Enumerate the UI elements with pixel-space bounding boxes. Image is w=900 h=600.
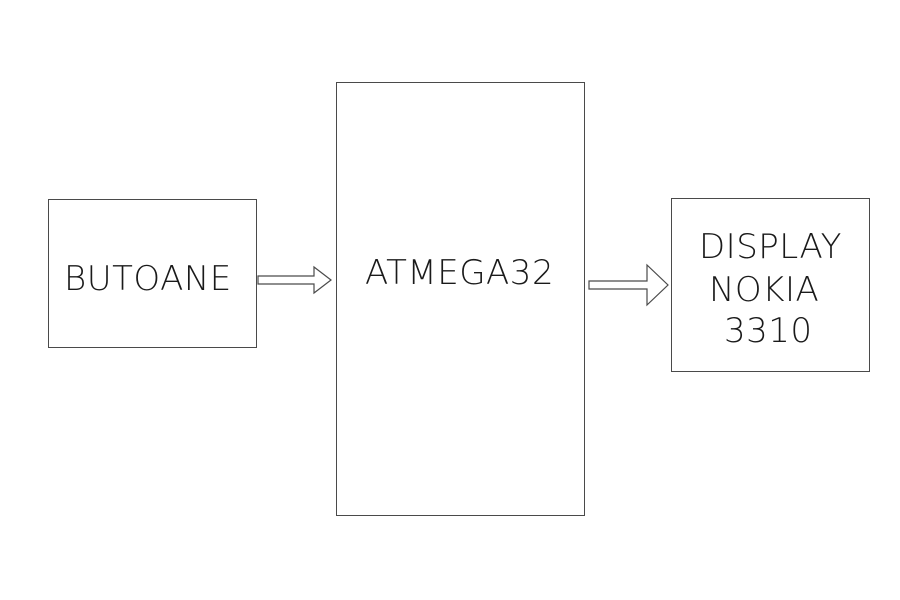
display-label-line-2: NOKIA xyxy=(709,270,820,310)
arrow-shaft-1 xyxy=(257,265,332,295)
display-label-line-1: DISPLAY xyxy=(699,227,842,267)
butoane-label: BUTOANE xyxy=(64,259,232,299)
display-block xyxy=(671,198,870,372)
display-label-line-3: 3310 xyxy=(724,311,813,351)
atmega-block xyxy=(336,82,585,516)
butoane-block xyxy=(48,199,257,348)
arrow-shaft-2 xyxy=(588,263,669,307)
atmega-label: ATMEGA32 xyxy=(365,253,555,293)
